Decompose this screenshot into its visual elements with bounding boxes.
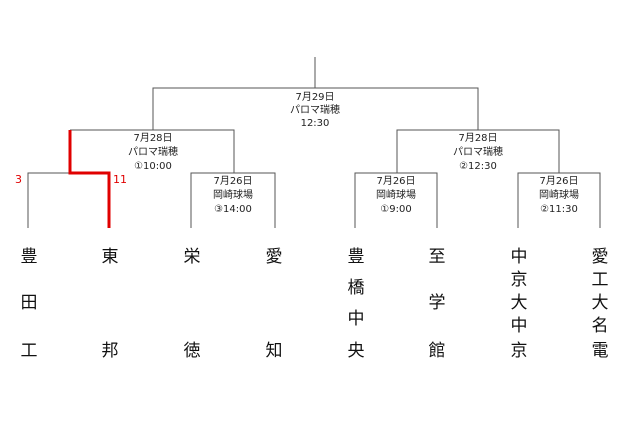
team-char: 東 — [102, 247, 119, 267]
team-char: 邦 — [102, 341, 119, 361]
quarterfinal-toyohashi-shigakkan-connector — [354, 172, 438, 228]
quarterfinal-eitoku-aichi-connector — [190, 172, 276, 228]
team-char: 大 — [592, 293, 609, 313]
quarterfinal-2-venue: 岡崎球場 — [376, 188, 416, 201]
team-char: 豊 — [21, 247, 38, 267]
final-time: 12:30 — [301, 118, 330, 129]
team-char: 中 — [511, 316, 528, 336]
quarterfinal-3-venue: 岡崎球場 — [539, 188, 579, 201]
final-info: 7月29日 パロマ瑞穂 12:30 — [290, 91, 340, 129]
semifinal-1-date: 7月28日 — [133, 132, 172, 144]
team-char: 名 — [592, 316, 609, 336]
team-char: 徳 — [184, 341, 201, 361]
quarterfinal-1-info: 7月26日 岡崎球場 ③14:00 — [213, 175, 253, 215]
team-char: 工 — [592, 270, 609, 290]
team-char: 学 — [429, 293, 446, 313]
team-char: 京 — [511, 270, 528, 290]
quarterfinal-2-date: 7月26日 — [376, 175, 415, 187]
final-connector — [152, 57, 479, 130]
semifinal-1-venue: パロマ瑞穂 — [128, 145, 178, 158]
semifinal-1-time: ①10:00 — [134, 161, 172, 172]
team-shigakkan: 至 学 館 — [429, 247, 446, 361]
team-char: 愛 — [592, 247, 609, 267]
team-char: 中 — [511, 247, 528, 267]
semifinal-2-info: 7月28日 パロマ瑞穂 ②12:30 — [453, 132, 503, 172]
team-char: 電 — [592, 341, 609, 361]
team-toyota-kou: 豊 田 工 — [21, 247, 38, 361]
quarterfinal-3-date: 7月26日 — [539, 175, 578, 187]
quarterfinal-2-info: 7月26日 岡崎球場 ①9:00 — [376, 175, 416, 215]
team-char: 栄 — [184, 247, 201, 267]
team-char: 中 — [348, 309, 365, 329]
final-venue: パロマ瑞穂 — [290, 103, 340, 116]
team-toyohashi-chuo: 豊 橋 中 央 — [348, 247, 365, 361]
team-char: 京 — [511, 341, 528, 361]
team-char: 至 — [429, 247, 446, 267]
quarterfinal-1-date: 7月26日 — [213, 175, 252, 187]
semifinal-1-connector — [70, 129, 235, 173]
semifinal-2-venue: パロマ瑞穂 — [453, 145, 503, 158]
quarterfinal-1-time: ③14:00 — [214, 204, 252, 215]
team-char: 橋 — [348, 278, 365, 298]
first-round-connector — [27, 172, 110, 228]
quarterfinal-3-info: 7月26日 岡崎球場 ②11:30 — [539, 175, 579, 215]
team-char: 大 — [511, 293, 528, 313]
team-char: 田 — [21, 293, 38, 313]
semifinal-1-info: 7月28日 パロマ瑞穂 ①10:00 — [128, 132, 178, 172]
quarterfinal-3-time: ②11:30 — [540, 204, 578, 215]
team-char: 愛 — [266, 247, 283, 267]
score-toho: 11 — [113, 173, 127, 186]
team-char: 豊 — [348, 247, 365, 267]
score-toyota-kou: 3 — [15, 173, 22, 186]
team-aichi: 愛 知 — [266, 247, 283, 361]
semifinal-2-time: ②12:30 — [459, 161, 497, 172]
team-toho: 東 邦 — [102, 247, 119, 361]
team-char: 知 — [266, 341, 283, 361]
team-chukyo-dai-chukyo: 中 京 大 中 京 — [511, 247, 528, 361]
quarterfinal-2-time: ①9:00 — [380, 204, 411, 215]
semifinal-2-date: 7月28日 — [458, 132, 497, 144]
winner-path-toho — [68, 130, 111, 228]
team-char: 館 — [429, 341, 446, 361]
quarterfinal-1-venue: 岡崎球場 — [213, 188, 253, 201]
final-date: 7月29日 — [295, 91, 334, 103]
team-char: 央 — [348, 341, 365, 361]
team-eitoku: 栄 徳 — [184, 247, 201, 361]
team-aiko-dai-meiden: 愛 工 大 名 電 — [592, 247, 609, 361]
quarterfinal-chukyo-meiden-connector — [517, 172, 601, 228]
team-char: 工 — [21, 341, 38, 361]
semifinal-2-connector — [396, 129, 560, 173]
